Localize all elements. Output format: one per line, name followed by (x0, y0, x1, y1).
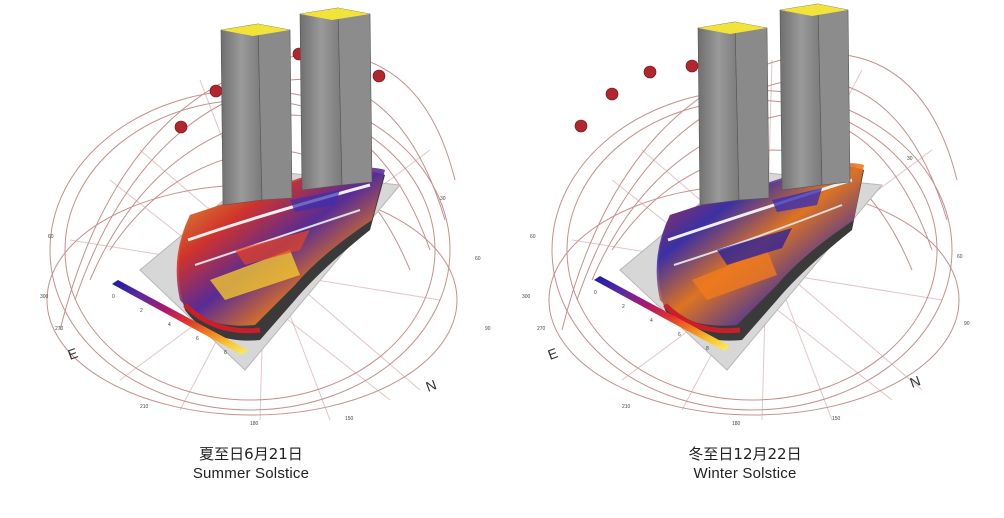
compass-east: E (546, 345, 560, 363)
svg-text:0: 0 (594, 290, 597, 296)
caption-en: Winter Solstice (693, 465, 797, 482)
panel-summer: 60 300 270 210 180 150 90 60 30 (0, 7, 502, 484)
svg-text:8: 8 (706, 346, 709, 352)
sun-path-diagram-summer: 60 300 270 210 180 150 90 60 30 (40, 7, 491, 427)
svg-text:60: 60 (48, 234, 54, 240)
svg-text:2: 2 (140, 308, 143, 314)
compass-north: N (424, 376, 439, 394)
caption-summer: 夏至日6月21日 Summer Solstice (0, 444, 502, 484)
svg-text:60: 60 (475, 256, 481, 262)
svg-text:4: 4 (650, 318, 653, 324)
tower-right (299, 7, 373, 191)
dome-tick-labels: 60 300 270 210 180 150 90 60 30 (40, 196, 491, 427)
svg-text:90: 90 (964, 321, 970, 327)
svg-text:300: 300 (40, 294, 49, 300)
tower-left (220, 23, 293, 206)
caption-winter: 冬至日12月22日 Winter Solstice (494, 444, 996, 484)
svg-text:2: 2 (622, 304, 625, 310)
caption-en: Summer Solstice (192, 465, 310, 482)
svg-text:30: 30 (907, 156, 913, 162)
compass-north: N (908, 372, 923, 390)
svg-text:0: 0 (112, 294, 115, 300)
tower-right (779, 3, 851, 191)
svg-text:210: 210 (622, 404, 631, 410)
svg-text:90: 90 (485, 326, 491, 332)
svg-text:8: 8 (224, 350, 227, 356)
panel-winter: 60 300 270 210 180 150 90 60 30 (502, 0, 1004, 518)
svg-text:6: 6 (678, 332, 681, 338)
tower-left (697, 21, 770, 206)
svg-text:60: 60 (957, 254, 963, 260)
svg-text:4: 4 (168, 322, 171, 328)
svg-text:150: 150 (345, 416, 354, 422)
sun-path-diagram-winter: 60 300 270 210 180 150 90 60 30 (522, 3, 970, 427)
svg-text:180: 180 (732, 421, 741, 427)
sun-markers (574, 59, 699, 133)
color-scale-legend: 0 2 4 6 8 (112, 280, 248, 356)
svg-text:210: 210 (140, 404, 149, 410)
svg-text:180: 180 (250, 421, 259, 427)
svg-text:270: 270 (537, 326, 546, 332)
svg-text:150: 150 (832, 416, 841, 422)
svg-text:300: 300 (522, 294, 531, 300)
color-scale-legend: 0 2 4 6 8 (594, 276, 730, 352)
caption-cn: 夏至日6月21日 (199, 445, 303, 463)
svg-text:6: 6 (196, 336, 199, 342)
svg-text:270: 270 (55, 326, 64, 332)
compass-east: E (66, 345, 80, 363)
podium (176, 167, 385, 341)
svg-text:60: 60 (530, 234, 536, 240)
dome-tick-labels: 60 300 270 210 180 150 90 60 30 (522, 156, 970, 427)
caption-cn: 冬至日12月22日 (688, 445, 802, 463)
svg-text:30: 30 (440, 196, 446, 202)
